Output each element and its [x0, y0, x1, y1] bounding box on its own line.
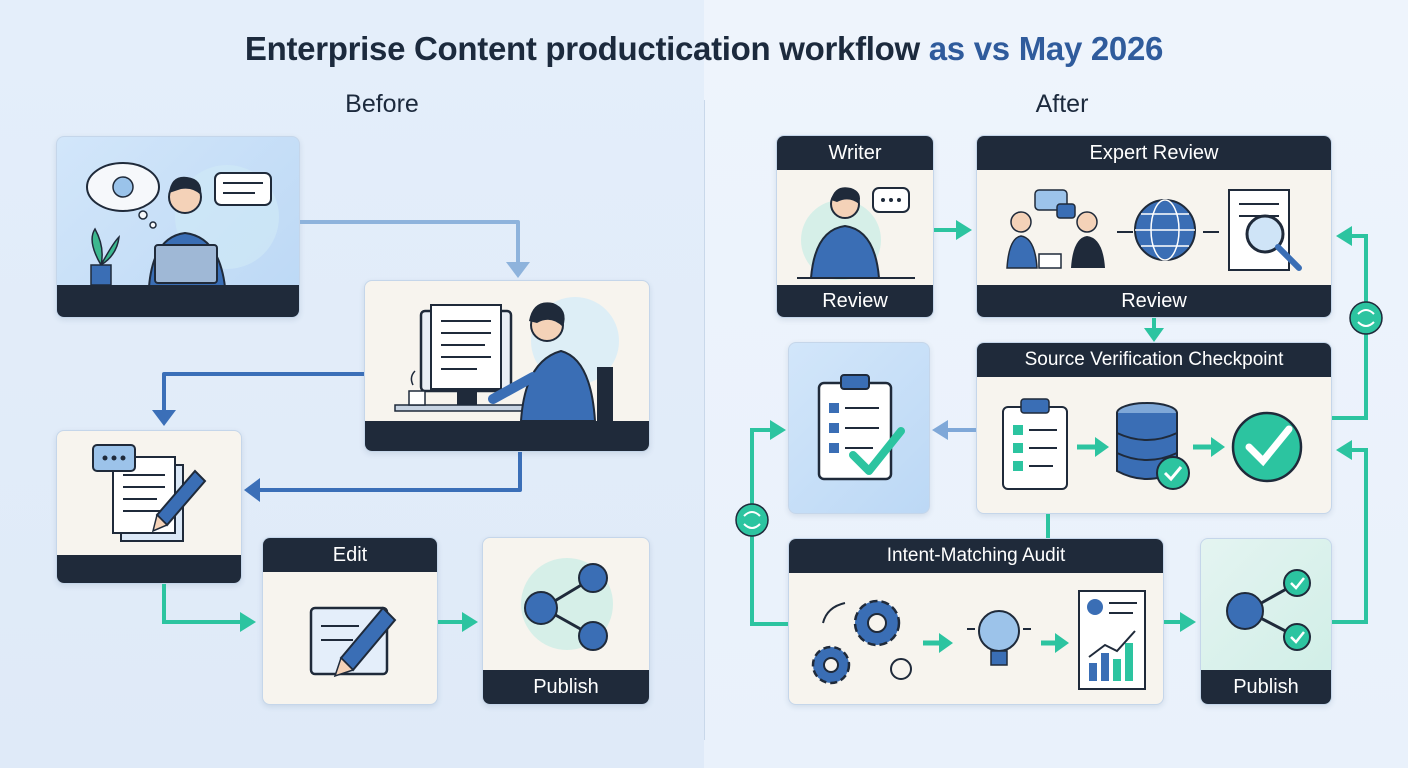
source-verification-label: Source Verification Checkpoint: [977, 343, 1331, 377]
checklist-result-card[interactable]: [788, 342, 930, 514]
page-title: Enterprise Content productication workfl…: [0, 30, 1408, 68]
expert-review-illustration: [1006, 189, 1302, 271]
title-main: Enterprise Content productication workfl…: [244, 30, 920, 67]
computer-writer-icon: [394, 297, 619, 421]
before-drafting-card[interactable]: [364, 280, 650, 452]
clipboard-check-icon: [817, 374, 905, 481]
before-revision-card[interactable]: [56, 430, 242, 584]
writer-card[interactable]: Writer Review: [776, 135, 934, 318]
expert-review-card[interactable]: Expert Review Review: [976, 135, 1332, 318]
share-check-icon: [1226, 569, 1311, 651]
writer-person-icon: [797, 187, 915, 280]
before-heading: Before: [345, 90, 419, 118]
share-icon: [521, 558, 613, 651]
before-edit-card[interactable]: Edit: [262, 537, 438, 705]
audit-flow-illustration: [811, 590, 1146, 690]
before-ideation-bar: [57, 285, 299, 317]
after-publish-label: Publish: [1201, 670, 1331, 704]
before-publish-label: Publish: [483, 670, 649, 704]
before-edit-label: Edit: [263, 538, 437, 572]
panel-divider: [704, 100, 705, 740]
after-heading: After: [1035, 90, 1089, 118]
after-publish-card[interactable]: Publish: [1200, 538, 1332, 705]
before-drafting-bar: [365, 421, 649, 451]
expert-bottom-label: Review: [977, 285, 1331, 317]
before-ideation-card[interactable]: [56, 136, 300, 318]
expert-review-label: Expert Review: [977, 136, 1331, 170]
writer-label: Writer: [777, 136, 933, 170]
intent-audit-label: Intent-Matching Audit: [789, 539, 1163, 573]
source-verification-card[interactable]: Source Verification Checkpoint: [976, 342, 1332, 514]
document-edit-icon: [92, 444, 207, 542]
intent-audit-card[interactable]: Intent-Matching Audit: [788, 538, 1164, 705]
verification-flow-illustration: [1002, 398, 1303, 490]
before-revision-bar: [57, 555, 241, 583]
pencil-note-icon: [309, 606, 397, 678]
thinking-person-icon: [86, 162, 279, 287]
writer-review-label: Review: [777, 285, 933, 317]
before-publish-card[interactable]: Publish: [482, 537, 650, 705]
title-accent: as vs May 2026: [928, 30, 1164, 67]
